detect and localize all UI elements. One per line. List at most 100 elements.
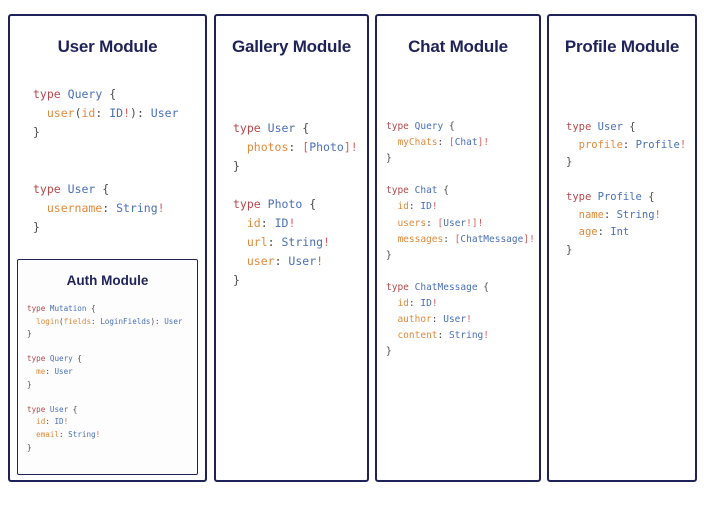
- code-token: type: [386, 121, 409, 132]
- code-token: Profile: [597, 191, 642, 203]
- code-token: }: [27, 379, 32, 389]
- code-line: me: User: [27, 366, 197, 379]
- code-token: [: [302, 140, 310, 154]
- module-card-gallery[interactable]: Gallery Module type User { photos: [Phot…: [214, 14, 369, 482]
- code-line: type Query {: [27, 353, 197, 366]
- code-line: id: ID!: [233, 214, 367, 233]
- code-line: name: String!: [566, 207, 695, 225]
- code-line: }: [27, 328, 197, 341]
- code-line: }: [233, 157, 367, 176]
- code-token: ID: [109, 106, 124, 120]
- code-token: }: [566, 243, 573, 256]
- code-token: (: [59, 316, 64, 326]
- code-token: (: [74, 106, 82, 120]
- code-token: [233, 254, 247, 268]
- code-line: url: String!: [233, 233, 367, 252]
- code-token: author: [397, 314, 432, 326]
- code-token: Profile: [635, 138, 680, 151]
- code-token: [61, 87, 68, 101]
- code-token: ]: [343, 140, 351, 154]
- code-token: type: [566, 121, 592, 133]
- code-token: users: [397, 217, 427, 229]
- code-line: }: [386, 344, 539, 360]
- code-token: ]: [523, 233, 530, 245]
- code-line: messages: [ChatMessage]!: [386, 232, 539, 248]
- code-token: [: [454, 233, 461, 245]
- code-token: [566, 226, 579, 238]
- code-token: User: [443, 314, 467, 326]
- code-token: }: [386, 346, 392, 358]
- code-token: User: [597, 121, 623, 133]
- code-token: }: [27, 329, 32, 339]
- code-token: content: [397, 330, 438, 342]
- module-card-chat[interactable]: Chat Module type Query { myChats: [Chat]…: [375, 14, 541, 482]
- code-line: }: [566, 154, 695, 172]
- code-line: id: ID!: [27, 416, 197, 429]
- code-line: profile: Profile!: [566, 137, 695, 155]
- code-token: :: [274, 254, 289, 268]
- code-line: type Profile {: [566, 189, 695, 207]
- code-token: id: [81, 106, 96, 120]
- code-token: :: [431, 314, 444, 326]
- code-token: [: [448, 137, 455, 149]
- code-token: Chat: [454, 137, 478, 149]
- code-token: [27, 317, 36, 326]
- code-token: !: [529, 233, 535, 245]
- code-token: :: [45, 417, 55, 427]
- code-token: {: [477, 281, 489, 293]
- code-token: id: [246, 216, 261, 230]
- code-token: [261, 197, 268, 211]
- code-line: type ChatMessage {: [386, 280, 539, 296]
- code-token: login: [36, 316, 60, 326]
- code-line: type Query {: [33, 85, 205, 104]
- code-token: type: [233, 197, 261, 211]
- code-line: [566, 172, 695, 190]
- code-line: [33, 142, 205, 161]
- code-token: Chat: [414, 185, 438, 197]
- code-line: email: String!: [27, 429, 197, 442]
- code-token: Photo: [267, 197, 303, 211]
- code-token: :: [426, 217, 438, 229]
- code-token: User: [150, 106, 179, 120]
- code-line: }: [233, 271, 367, 290]
- code-line: type User {: [566, 119, 695, 137]
- code-token: [386, 330, 397, 341]
- code-token: String: [448, 330, 484, 342]
- code-token: ID: [274, 216, 289, 230]
- module-card-auth[interactable]: Auth Module type Mutation { login(fields…: [17, 259, 198, 475]
- code-token: }: [33, 220, 40, 234]
- code-token: myChats: [397, 137, 438, 149]
- code-line: [27, 341, 197, 354]
- code-token: id: [36, 417, 46, 427]
- code-token: [261, 121, 268, 135]
- code-token: :: [443, 233, 455, 245]
- module-card-user[interactable]: User Module type Query { user(id: ID!): …: [8, 14, 207, 482]
- code-token: ]: [471, 217, 478, 229]
- code-token: [566, 139, 579, 151]
- schema-code-chat: type Query { myChats: [Chat]!} type Chat…: [386, 119, 539, 360]
- code-token: type: [33, 182, 61, 196]
- code-line: id: ID!: [386, 296, 539, 312]
- schema-code-auth: type Mutation { login(fields: LoginField…: [27, 303, 197, 454]
- code-token: !: [95, 429, 101, 439]
- code-token: [: [437, 217, 444, 229]
- code-token: String: [116, 201, 158, 215]
- code-token: ChatMessage: [460, 233, 524, 245]
- code-line: }: [27, 442, 197, 455]
- code-token: [566, 209, 579, 221]
- code-token: type: [27, 404, 46, 414]
- schema-code-gallery: type User { photos: [Photo]!} type Photo…: [233, 119, 367, 290]
- code-token: {: [622, 121, 636, 133]
- code-token: type: [386, 185, 409, 197]
- code-token: !: [288, 216, 296, 230]
- code-line: photos: [Photo]!: [233, 138, 367, 157]
- code-token: photos: [246, 140, 289, 154]
- code-line: type Query {: [386, 119, 539, 135]
- module-card-profile[interactable]: Profile Module type User { profile: Prof…: [547, 14, 697, 482]
- code-token: user: [46, 106, 75, 120]
- code-token: {: [68, 404, 78, 414]
- code-token: ChatMessage: [414, 281, 478, 293]
- code-token: type: [386, 281, 409, 293]
- code-token: !: [466, 217, 472, 229]
- code-token: :: [408, 201, 421, 213]
